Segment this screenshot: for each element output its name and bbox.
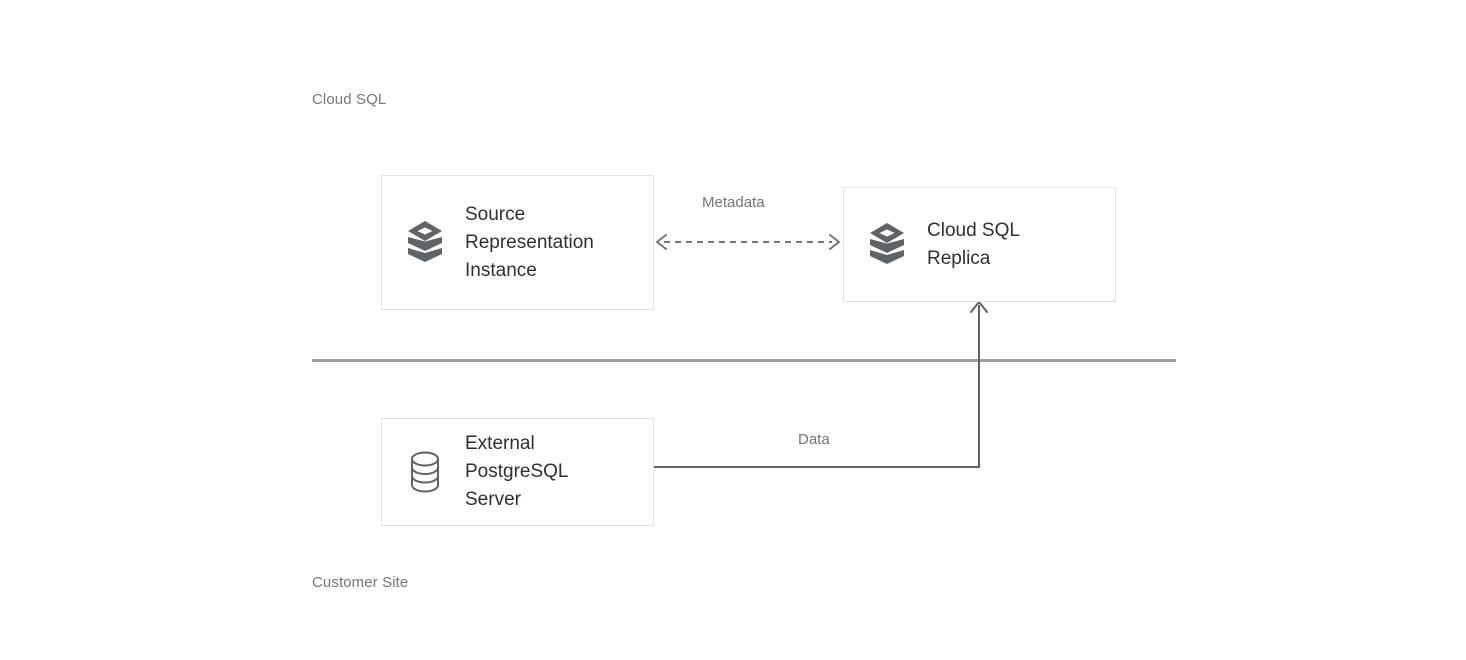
metadata-arrowhead-left <box>656 234 667 250</box>
edge-label-data: Data <box>798 431 830 448</box>
node-label: External PostgreSQL Server <box>465 433 569 510</box>
node-label: Source Representation Instance <box>465 203 594 281</box>
stacked-layers-icon <box>868 221 906 269</box>
node-external-postgresql-server[interactable]: External PostgreSQL Server <box>381 418 654 526</box>
data-arrowhead-up <box>970 301 988 313</box>
node-cloud-sql-replica[interactable]: Cloud SQL Replica <box>843 187 1116 302</box>
stacked-layers-icon <box>406 219 444 267</box>
metadata-connector <box>656 234 840 250</box>
zone-boundary-divider <box>312 359 1176 362</box>
metadata-arrowhead-right <box>829 234 840 250</box>
node-source-representation-instance[interactable]: Source Representation Instance <box>381 175 654 310</box>
edge-label-metadata: Metadata <box>702 194 765 211</box>
node-label: Cloud SQL Replica <box>927 219 1020 269</box>
zone-label-cloud-sql: Cloud SQL <box>312 91 387 108</box>
database-cylinder-icon <box>406 448 444 496</box>
zone-label-customer-site: Customer Site <box>312 574 409 591</box>
